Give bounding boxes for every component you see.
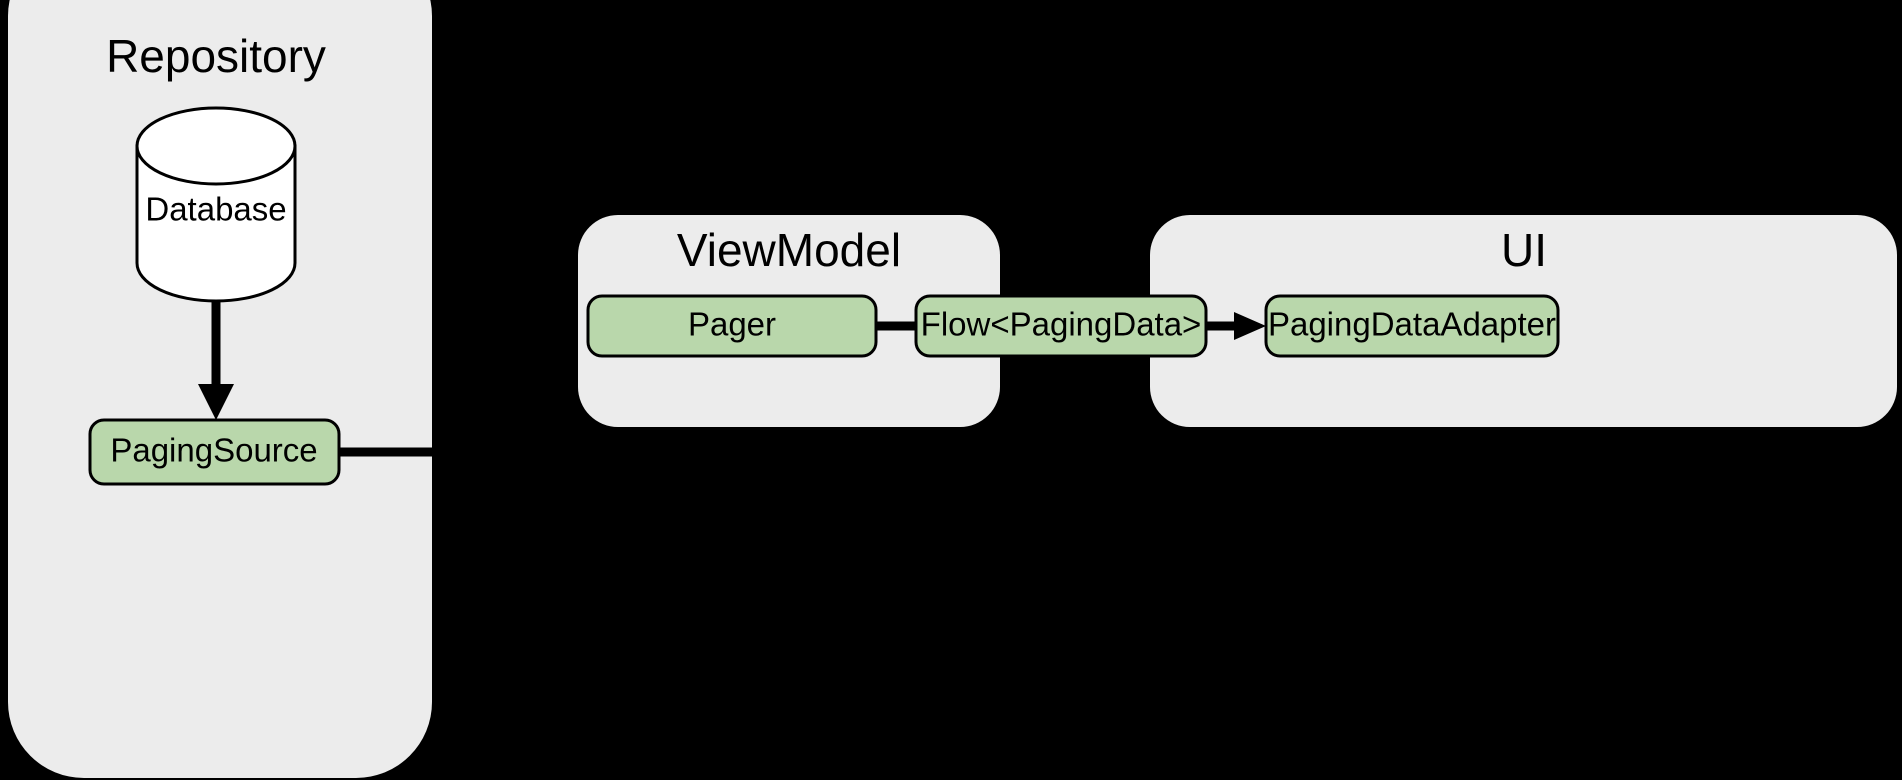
edge-flow-to-adapter bbox=[1206, 312, 1266, 340]
paging-data-adapter-box bbox=[1264, 294, 1560, 358]
ui-title: UI bbox=[1501, 224, 1547, 276]
node-flow-paging-data[interactable]: Flow<PagingData> bbox=[914, 294, 1208, 358]
flow-paging-data-label: Flow<PagingData> bbox=[921, 306, 1202, 343]
viewmodel-title: ViewModel bbox=[677, 224, 901, 276]
repository-title: Repository bbox=[106, 30, 326, 82]
database-to-paging-source-arrowhead bbox=[198, 384, 234, 420]
paging-source-to-pager-arrowhead bbox=[556, 312, 588, 340]
flow-to-adapter-arrowhead bbox=[1234, 312, 1266, 340]
node-paging-data-adapter[interactable]: PagingDataAdapter bbox=[1264, 294, 1560, 358]
edge-database-to-paging-source bbox=[198, 300, 234, 420]
database-cylinder-top bbox=[135, 106, 297, 186]
database-label: Database bbox=[145, 191, 286, 228]
node-pager[interactable]: Pager bbox=[586, 294, 878, 358]
paging-source-label: PagingSource bbox=[110, 432, 317, 469]
node-database[interactable]: Database bbox=[135, 106, 297, 303]
node-paging-source[interactable]: PagingSource bbox=[88, 418, 341, 486]
paging-data-adapter-label: PagingDataAdapter bbox=[1268, 306, 1556, 343]
pager-label: Pager bbox=[688, 306, 776, 343]
edge-paging-source-to-pager bbox=[339, 312, 588, 457]
